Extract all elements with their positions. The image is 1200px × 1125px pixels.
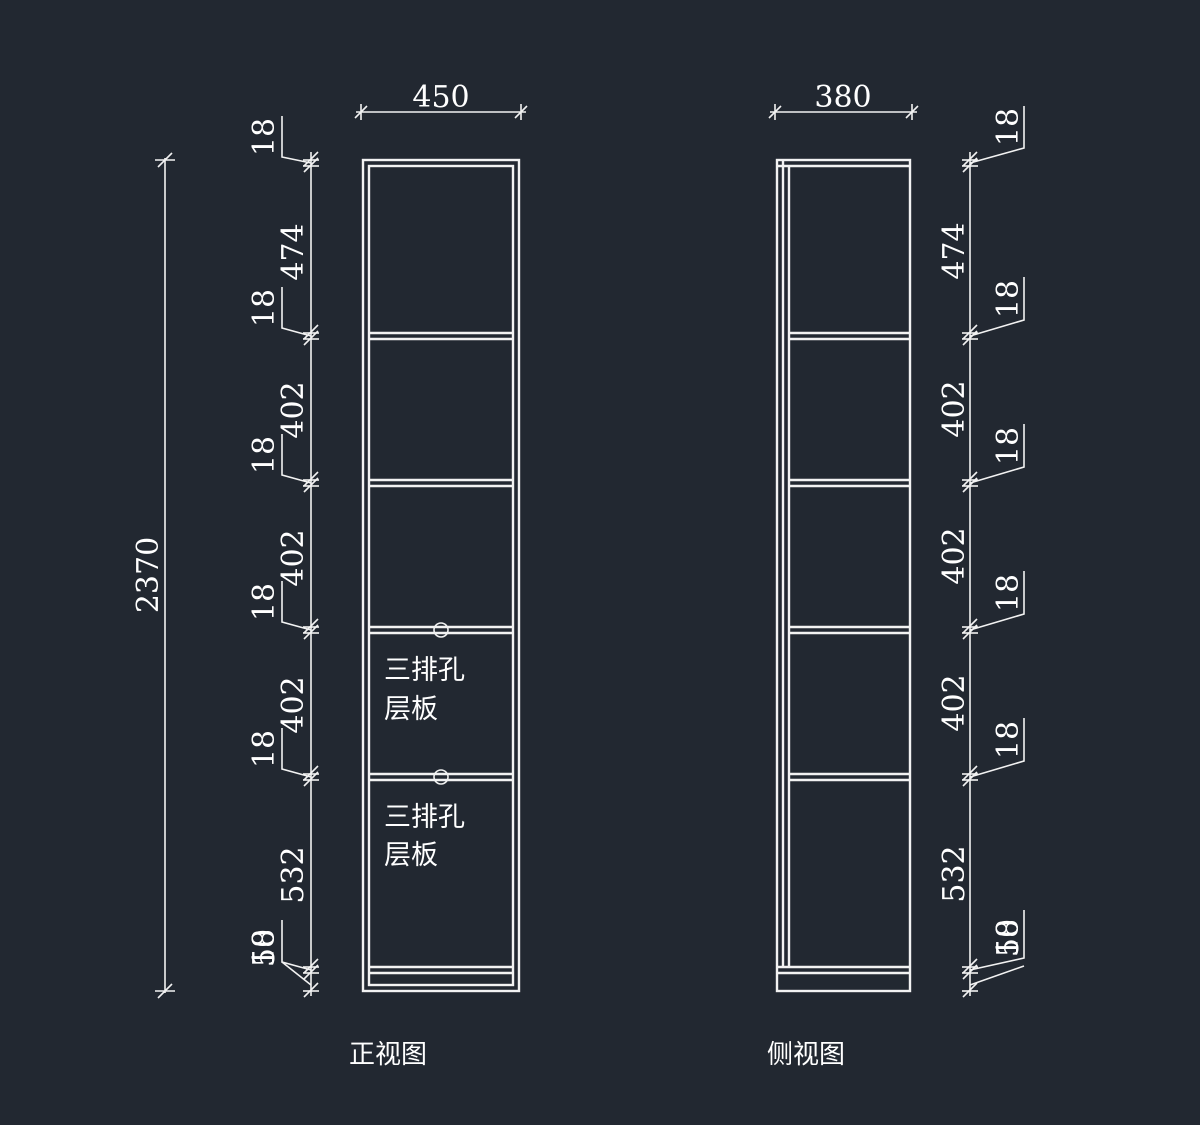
side-width-dimension: 380: [768, 80, 919, 120]
front-width-dimension: 450: [354, 80, 528, 120]
front-dim-shelf-1: 18: [247, 289, 282, 327]
overall-height-dimension: 2370: [131, 152, 175, 999]
shelf-hole-marker: [433, 769, 449, 785]
side-dim-space-2: 402: [937, 380, 972, 437]
shelf-note-line1: 三排孔: [384, 802, 465, 833]
side-outer-frame: [775, 158, 912, 993]
side-view-caption: 侧视图: [767, 1040, 845, 1070]
side-dim-shelf-2: 18: [991, 427, 1026, 465]
side-chain-dimension: 18 474 18 402 18 402 18 402 18 532 18 50: [937, 106, 1026, 998]
front-leaders: [281, 116, 312, 986]
front-dim-space-3: 402: [276, 529, 311, 586]
side-dim-space-5: 532: [937, 845, 972, 902]
side-dim-shelf-4: 18: [991, 721, 1026, 759]
front-shelves: [369, 331, 513, 975]
side-view-cabinet: [775, 158, 912, 993]
side-leaders: [969, 106, 1025, 986]
front-ticks: [303, 151, 319, 998]
front-view-caption: 正视图: [349, 1040, 427, 1070]
side-shelves: [777, 331, 910, 975]
front-outer-frame: [361, 158, 521, 993]
front-inner-frame: [367, 164, 515, 987]
side-dim-space-3: 402: [937, 527, 972, 584]
front-dim-top-panel: 18: [247, 118, 282, 156]
side-dim-plinth: 50: [991, 919, 1026, 957]
front-dim-shelf-3: 18: [247, 583, 282, 621]
front-dim-space-1: 474: [276, 223, 311, 280]
front-dim-plinth: 50: [247, 929, 282, 967]
front-chain-dimension: 18 474 18 402 18 402 18 402 18 532 18 50: [247, 116, 319, 998]
shelf-note-line2: 层板: [384, 840, 438, 871]
side-dim-space-4: 402: [937, 674, 972, 731]
overall-height-label: 2370: [131, 537, 166, 613]
shelf-hole-marker: [433, 622, 449, 638]
front-dim-space-2: 402: [276, 381, 311, 438]
side-dim-shelf-3: 18: [991, 574, 1026, 612]
front-dim-bottom-panel: 18: [247, 929, 282, 967]
front-width-label: 450: [412, 80, 469, 115]
shelf-note-line1: 三排孔: [384, 655, 465, 686]
front-dim-shelf-2: 18: [247, 436, 282, 474]
front-view-cabinet: 三排孔 层板 三排孔 层板: [361, 158, 521, 993]
side-width-label: 380: [814, 80, 871, 115]
side-dim-top-panel: 18: [991, 108, 1026, 146]
side-dim-space-1: 474: [937, 222, 972, 279]
side-ticks: [962, 151, 978, 998]
front-dim-space-4: 402: [276, 676, 311, 733]
front-dim-shelf-4: 18: [247, 730, 282, 768]
front-dim-space-5: 532: [276, 846, 311, 903]
shelf-note-line2: 层板: [384, 694, 438, 725]
side-dim-bottom-panel: 18: [991, 919, 1026, 957]
side-dim-shelf-1: 18: [991, 280, 1026, 318]
